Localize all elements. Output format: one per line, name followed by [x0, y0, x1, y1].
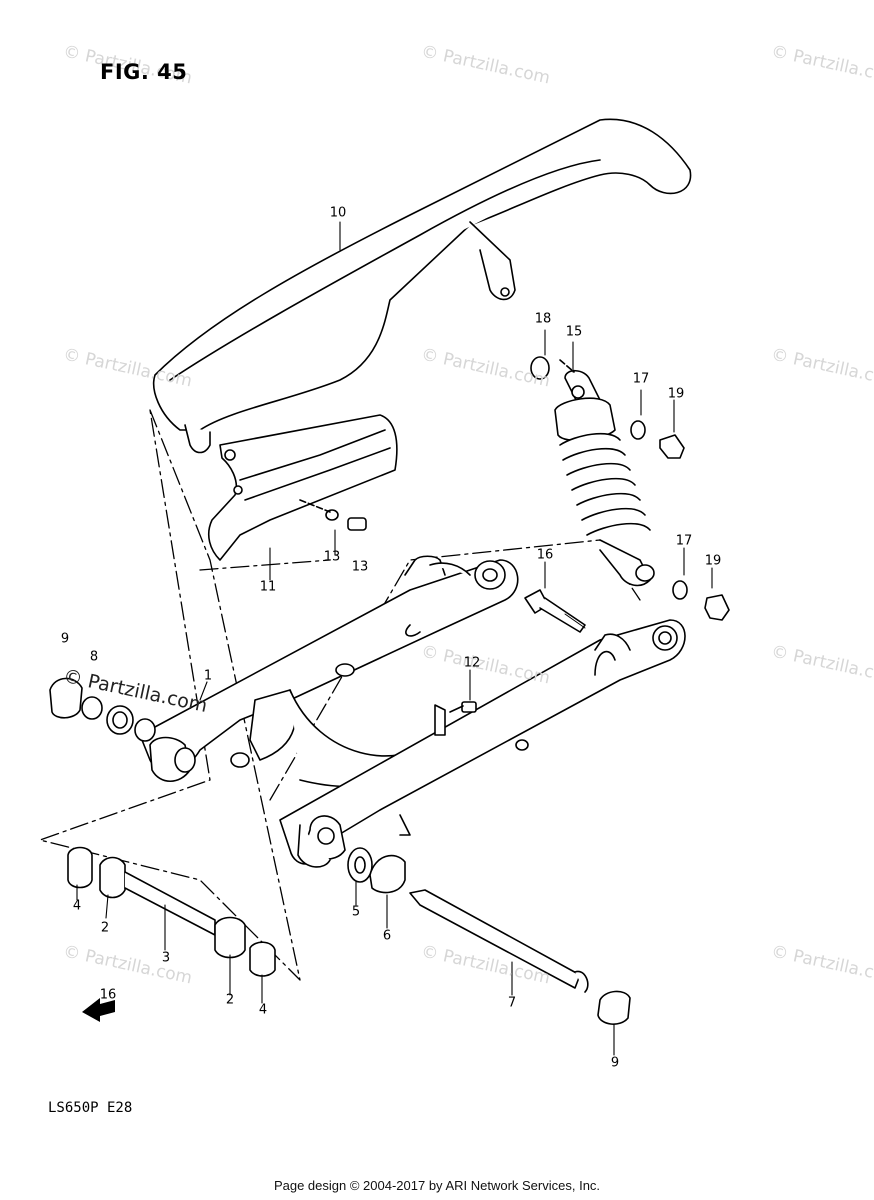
left-pivot-parts: [49, 677, 196, 783]
bolt-13-upper: [299, 499, 367, 531]
callout-9-right[interactable]: 9: [610, 1055, 620, 1071]
callout-17-upper[interactable]: 17: [632, 371, 650, 387]
model-code: LS650P E28: [48, 1100, 133, 1116]
callout-11[interactable]: 11: [259, 579, 277, 595]
callout-9-left[interactable]: 9: [60, 631, 70, 647]
bolt-12: [449, 701, 477, 713]
callout-13-upper[interactable]: 13: [323, 549, 341, 565]
callout-18[interactable]: 18: [534, 311, 552, 327]
callout-2-right[interactable]: 2: [225, 992, 235, 1008]
chain-case: [153, 118, 692, 454]
callout-19-upper[interactable]: 19: [667, 386, 685, 402]
callout-2-left[interactable]: 2: [100, 920, 110, 936]
fwd-arrow-icon: [82, 998, 115, 1022]
shock-spring: [559, 432, 651, 536]
callout-4-left[interactable]: 4: [72, 898, 82, 914]
figure-title: FIG. 45: [100, 60, 188, 84]
right-pivot-spacers: [347, 847, 406, 894]
leader-lines: [76, 221, 713, 1056]
callout-16-left[interactable]: 16: [99, 987, 117, 1003]
callout-17-lower[interactable]: 17: [675, 533, 693, 549]
callout-5[interactable]: 5: [351, 904, 361, 920]
callout-12[interactable]: 12: [463, 655, 481, 671]
pivot-shaft-7: [409, 889, 631, 1025]
chain-case-plate: [208, 414, 398, 561]
swingarm: [139, 555, 686, 868]
callout-19-lower[interactable]: 19: [704, 553, 722, 569]
callout-3[interactable]: 3: [161, 950, 171, 966]
rear-shock-absorber: [530, 356, 730, 621]
footer-copyright: Page design © 2004-2017 by ARI Network S…: [273, 1178, 601, 1193]
callout-16-right[interactable]: 16: [536, 547, 554, 563]
callout-7[interactable]: 7: [507, 995, 517, 1011]
callout-4-right[interactable]: 4: [258, 1002, 268, 1018]
callout-10[interactable]: 10: [329, 205, 347, 221]
callout-1[interactable]: 1: [203, 668, 213, 684]
callout-8[interactable]: 8: [89, 649, 99, 665]
pivot-shaft-group: [67, 846, 276, 977]
callout-15[interactable]: 15: [565, 324, 583, 340]
shock-bolt: [524, 589, 586, 633]
callout-6[interactable]: 6: [382, 928, 392, 944]
callout-13-lower[interactable]: 13: [351, 559, 369, 575]
